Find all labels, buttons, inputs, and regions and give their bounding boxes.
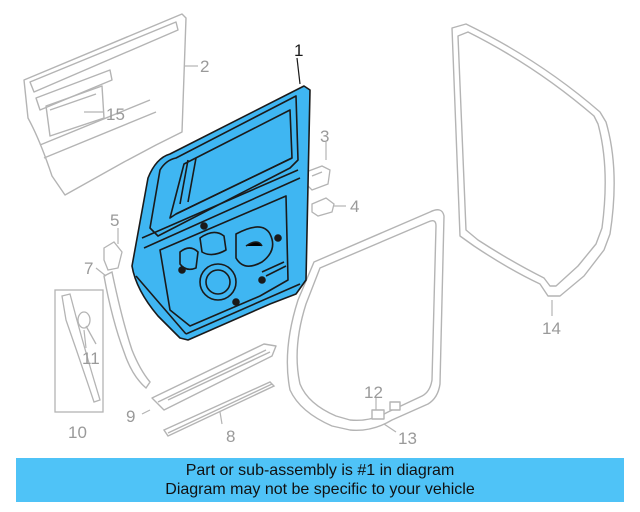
- info-banner: Part or sub-assembly is #1 in diagram Di…: [16, 458, 624, 502]
- callout-14: 14: [542, 319, 561, 338]
- banner-line-1: Part or sub-assembly is #1 in diagram: [185, 462, 455, 479]
- callout-4: 4: [350, 197, 359, 216]
- callout-2: 2: [200, 57, 209, 76]
- door-shell-highlighted: [131, 85, 311, 341]
- callout-10: 10: [68, 423, 87, 442]
- callout-13: 13: [398, 429, 417, 448]
- rocker-strip: [162, 381, 276, 437]
- callout-7: 7: [84, 259, 93, 278]
- callout-15: 15: [106, 105, 125, 124]
- callout-1-leader: [296, 57, 301, 85]
- door-opening-weatherstrip: [451, 23, 615, 297]
- bracket-part: [305, 165, 331, 191]
- small-bracket-part: [103, 241, 123, 271]
- door-weatherstrip-loop: [286, 209, 445, 431]
- callout-9: 9: [126, 407, 135, 426]
- pillar-seal-strip: [103, 270, 151, 390]
- callout-11: 11: [82, 349, 100, 368]
- callout-1: 1: [294, 41, 303, 60]
- door-trim-panel: [23, 13, 187, 196]
- callout-5: 5: [110, 211, 119, 230]
- callout-8: 8: [226, 427, 235, 446]
- banner-line-2: Diagram may not be specific to your vehi…: [165, 481, 475, 498]
- trim-cover-box: [54, 289, 104, 413]
- callout-12: 12: [364, 383, 383, 402]
- leader-lines: [83, 65, 553, 433]
- clip-part: [311, 197, 335, 217]
- sill-molding: [151, 343, 277, 411]
- callout-3: 3: [320, 127, 329, 146]
